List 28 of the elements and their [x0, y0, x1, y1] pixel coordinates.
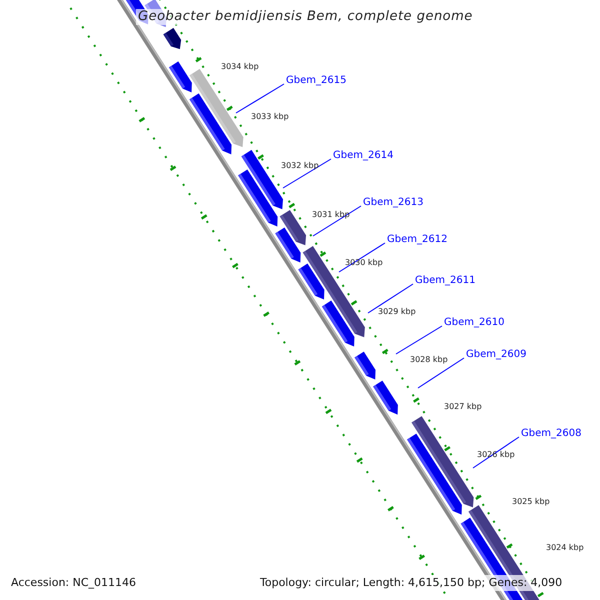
leader-line	[396, 326, 442, 354]
leader-line	[282, 158, 332, 188]
scale-label: 3027 kbp	[444, 402, 482, 412]
leader-line	[236, 84, 284, 114]
scale-label: 3029 kbp	[378, 307, 416, 317]
gene-label: Gbem_2614	[333, 150, 394, 162]
leader-line	[368, 284, 414, 314]
map-title: Geobacter bemidjiensis Bem, complete genome	[136, 9, 475, 25]
leader-line	[312, 206, 362, 236]
gene-label: Gbem_2609	[466, 349, 526, 361]
leader-line	[338, 242, 386, 272]
scale-label: 3034 kbp	[221, 62, 259, 72]
gene-label: Gbem_2610	[444, 317, 504, 329]
leader-line	[418, 358, 464, 388]
gene-label: Gbem_2612	[387, 234, 448, 246]
scale-label: 3033 kbp	[251, 112, 289, 122]
gene-label: Gbem_2611	[415, 275, 476, 287]
scale-label: 3025 kbp	[512, 497, 550, 507]
gene-label: Gbem_2613	[363, 197, 424, 209]
footer-note: Topology: circular; Length: 4,615,150 bp; Genes: 4,090	[258, 575, 564, 591]
leader-line	[472, 436, 520, 468]
footer-note: Accession: NC_011146	[9, 575, 138, 591]
scale-label: 3024 kbp	[546, 543, 584, 553]
scale-label: 3031 kbp	[312, 210, 350, 220]
gene-label: Gbem_2615	[286, 75, 346, 87]
gene-label: Gbem_2608	[521, 428, 582, 440]
scale-label: 3032 kbp	[281, 161, 319, 171]
scale-label: 3028 kbp	[410, 355, 448, 365]
